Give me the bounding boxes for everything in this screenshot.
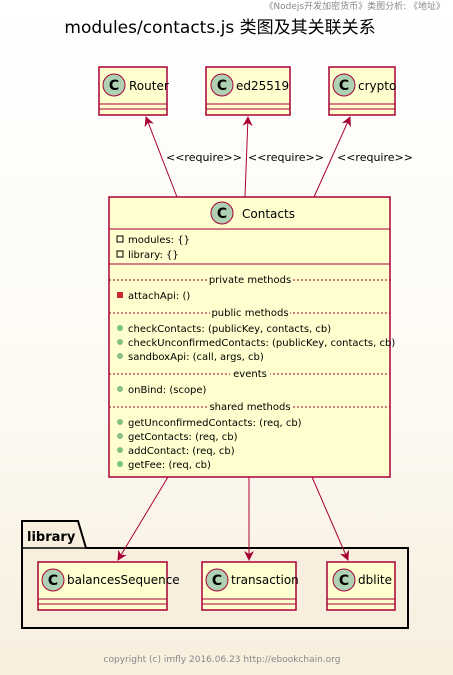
class-type-icon: C <box>217 78 227 94</box>
section-title: public methods <box>211 308 288 319</box>
section-title: shared methods <box>209 402 290 413</box>
require-label: <<require>> <box>248 151 324 164</box>
arrow-to-dblite <box>311 476 350 561</box>
require-label: <<require>> <box>166 151 242 164</box>
class-crypto[interactable]: C crypto <box>328 66 396 116</box>
class-name: dblite <box>358 573 392 587</box>
class-transaction[interactable]: C transaction <box>201 561 299 611</box>
header-note: 《Nodejs开发加密货币》类图分析: 《地址》 <box>264 0 445 12</box>
class-contacts[interactable]: C Contacts modules: {} library: {} priva… <box>108 196 395 478</box>
class-balancesSequence[interactable]: C balancesSequence <box>37 561 180 611</box>
field: modules: {} <box>128 235 190 246</box>
field: library: {} <box>128 250 179 261</box>
class-type-icon: C <box>339 573 349 589</box>
public-method-icon <box>117 447 123 453</box>
arrow-require-ed25519 <box>242 116 253 198</box>
arrow-to-balancesSequence <box>117 476 169 561</box>
section-title: events <box>233 369 267 380</box>
class-name: Router <box>129 79 169 93</box>
method: checkUnconfirmedContacts: (publicKey, co… <box>128 338 395 349</box>
class-type-icon: C <box>217 206 227 222</box>
class-name: transaction <box>231 573 299 587</box>
public-method-icon <box>117 433 123 439</box>
class-type-icon: C <box>48 573 58 589</box>
method: onBind: (scope) <box>128 385 207 396</box>
require-label: <<require>> <box>337 151 413 164</box>
class-router[interactable]: C Router <box>98 66 169 116</box>
arrow-require-crypto <box>313 116 351 198</box>
method: getFee: (req, cb) <box>128 460 211 471</box>
package-label: library <box>27 530 76 545</box>
class-ed25519[interactable]: C ed25519 <box>205 66 291 116</box>
public-method-icon <box>117 339 123 345</box>
public-method-icon <box>117 325 123 331</box>
diagram-title: modules/contacts.js 类图及其关联关系 <box>64 18 375 38</box>
dependency-arrows <box>117 476 350 561</box>
private-method-icon <box>117 292 123 298</box>
method: getUnconfirmedContacts: (req, cb) <box>128 418 302 429</box>
class-name: Contacts <box>242 207 295 221</box>
public-method-icon <box>117 419 123 425</box>
arrow-require-router <box>144 116 178 198</box>
class-name: balancesSequence <box>67 573 180 587</box>
class-type-icon: C <box>339 78 349 94</box>
public-method-icon <box>117 461 123 467</box>
require-arrows: <<require>> <<require>> <<require>> <box>144 116 413 198</box>
class-name: crypto <box>358 79 396 93</box>
copyright-footer: copyright (c) imfly 2016.06.23 http://eb… <box>104 655 341 665</box>
method: getContacts: (req, cb) <box>128 432 238 443</box>
section-title: private methods <box>209 275 291 286</box>
public-method-icon <box>117 353 123 359</box>
class-dblite[interactable]: C dblite <box>326 561 396 611</box>
class-type-icon: C <box>109 78 119 94</box>
class-name: ed25519 <box>236 79 289 93</box>
method: checkContacts: (publicKey, contacts, cb) <box>128 324 331 335</box>
method: addContact: (req, cb) <box>128 446 235 457</box>
method: sandboxApi: (call, args, cb) <box>128 352 264 363</box>
private-field-icon <box>116 250 124 258</box>
class-type-icon: C <box>212 573 222 589</box>
method: attachApi: () <box>128 291 190 302</box>
private-field-icon <box>116 235 124 243</box>
public-method-icon <box>117 386 123 392</box>
